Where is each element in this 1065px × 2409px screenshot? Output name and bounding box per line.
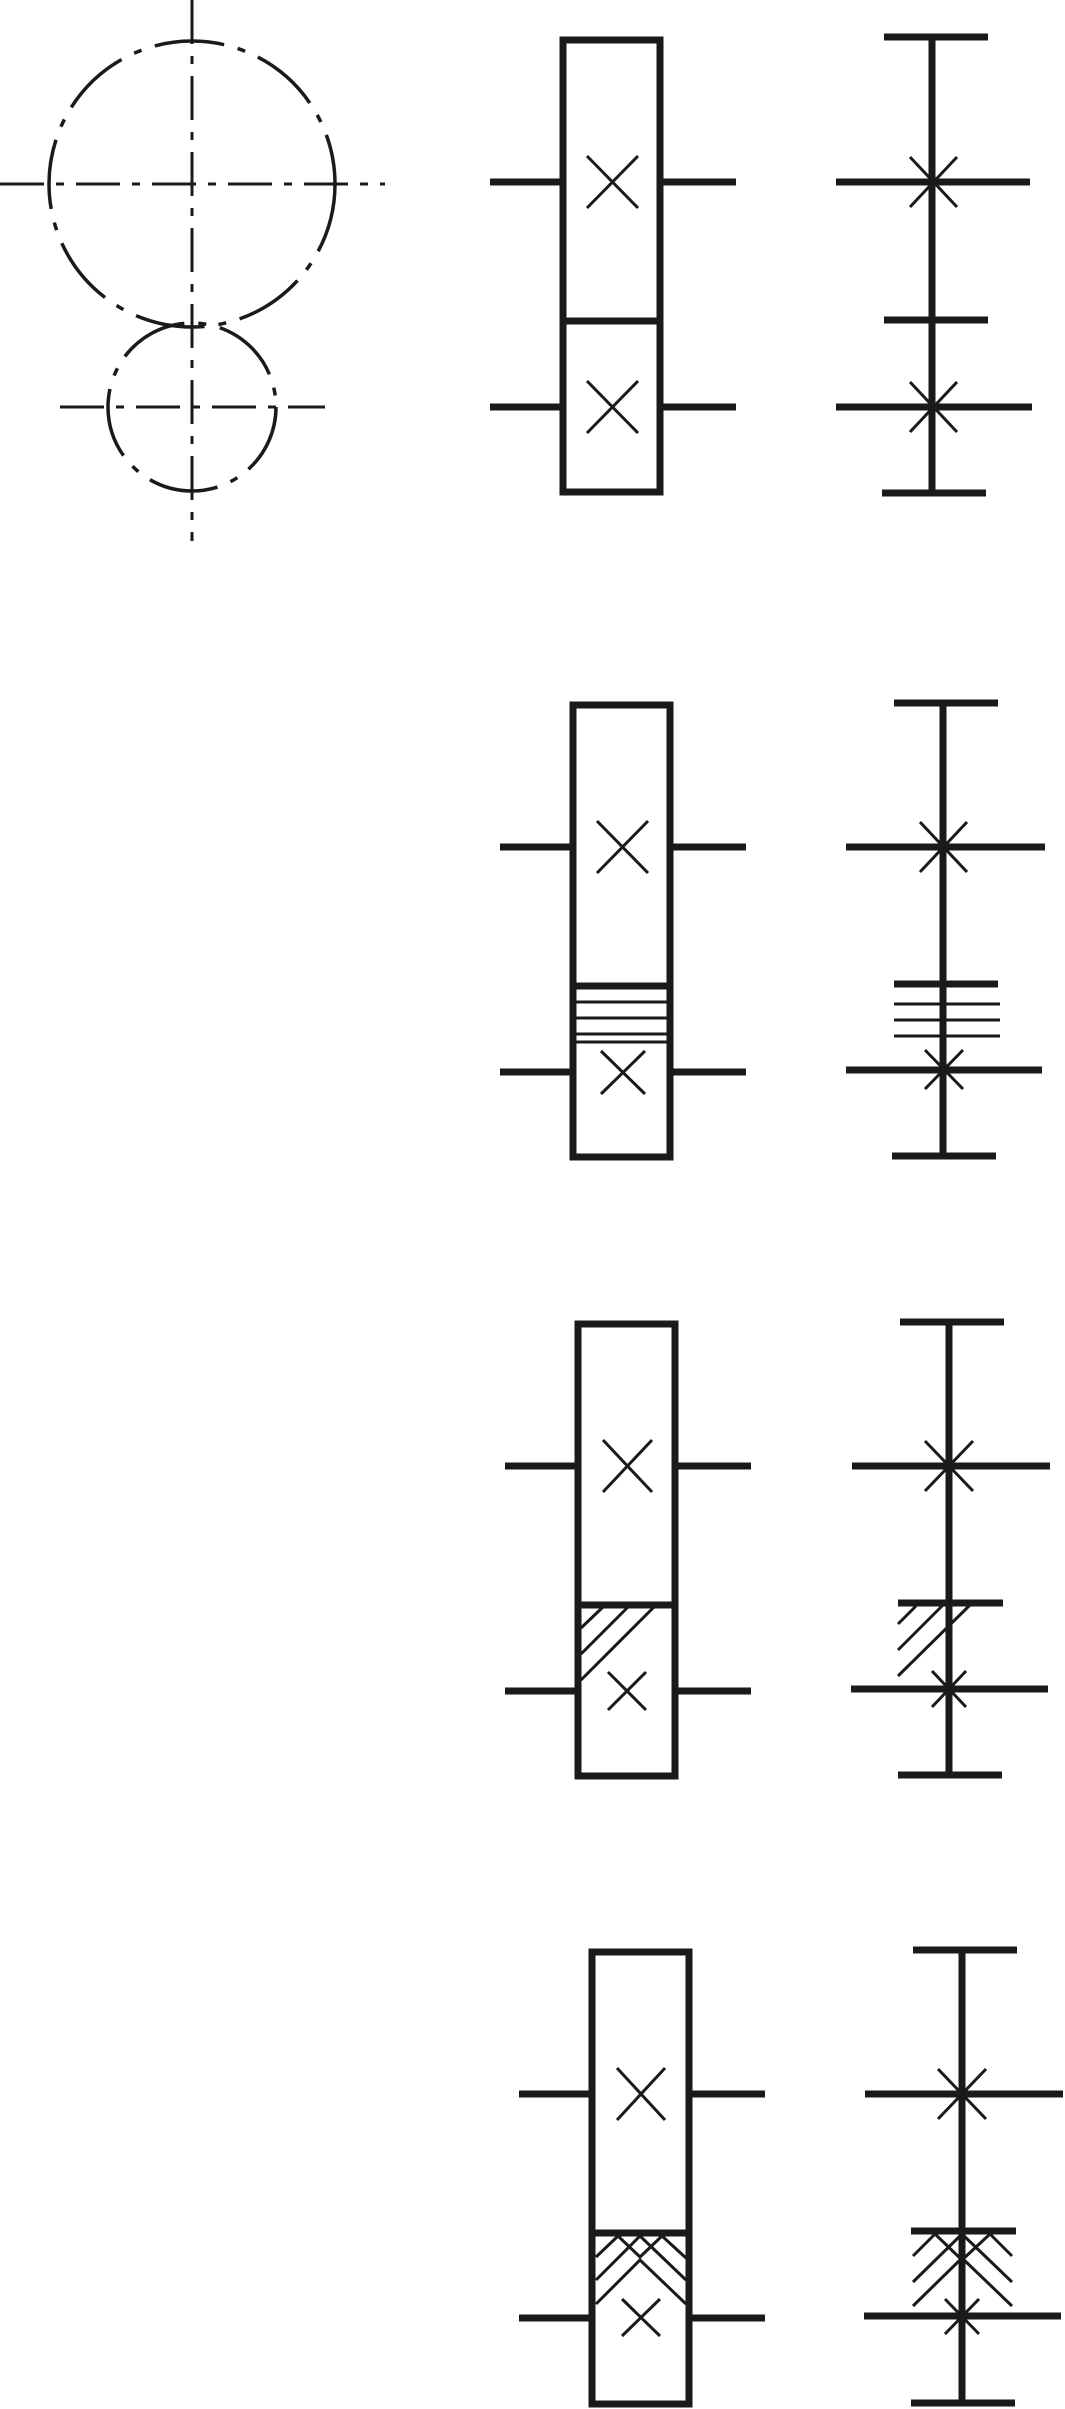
lower-bearing-cross xyxy=(943,2297,981,2336)
straight-teeth-line-view xyxy=(846,699,1045,1160)
row-4-herringbone-teeth xyxy=(519,1946,1063,2408)
helical-teeth-hatching xyxy=(896,1603,972,1678)
lower-bearing-cross xyxy=(620,2297,662,2338)
helical-rectangle-view xyxy=(505,1320,751,1780)
upper-bearing-cross xyxy=(585,154,640,210)
straight-teeth-rectangle-view xyxy=(500,701,746,1161)
upper-bearing-cross xyxy=(918,820,969,874)
gear-body-rect xyxy=(574,1320,679,1780)
lower-bearing-cross xyxy=(908,380,959,434)
row-3-helical-teeth xyxy=(505,1318,1050,1780)
upper-bearing-cross xyxy=(595,819,650,875)
gear-pair-rectangle-view xyxy=(490,36,736,496)
upper-bearing-cross xyxy=(936,2067,988,2121)
upper-bearing-cross xyxy=(601,1438,654,1494)
upper-bearing-cross xyxy=(908,155,959,209)
upper-bearing-cross xyxy=(615,2066,667,2122)
lower-bearing-cross xyxy=(585,379,640,435)
gear-body-rect xyxy=(569,701,674,1161)
row-1-spur-gear-pair xyxy=(0,0,1032,541)
lower-bearing-cross xyxy=(599,1049,647,1096)
gear-body-rect xyxy=(588,1948,693,2408)
gear-pair-line-view xyxy=(836,33,1032,497)
lower-bearing-cross xyxy=(930,1669,968,1709)
row-2-straight-teeth xyxy=(500,699,1045,1161)
lower-bearing-cross xyxy=(606,1670,648,1712)
gear-body-rect xyxy=(559,36,664,496)
helical-teeth-hatching xyxy=(579,1605,656,1682)
straight-teeth-lines xyxy=(894,1002,1000,1038)
helical-line-view xyxy=(851,1318,1050,1779)
herringbone-teeth-hatching xyxy=(911,2231,1014,2308)
herringbone-teeth-hatching xyxy=(594,2233,688,2306)
pitch-circle-view xyxy=(0,0,385,541)
herringbone-line-view xyxy=(864,1946,1063,2407)
upper-bearing-cross xyxy=(923,1439,975,1493)
straight-teeth-lines xyxy=(576,1000,667,1044)
herringbone-rectangle-view xyxy=(519,1948,765,2408)
lower-bearing-cross xyxy=(923,1048,965,1091)
